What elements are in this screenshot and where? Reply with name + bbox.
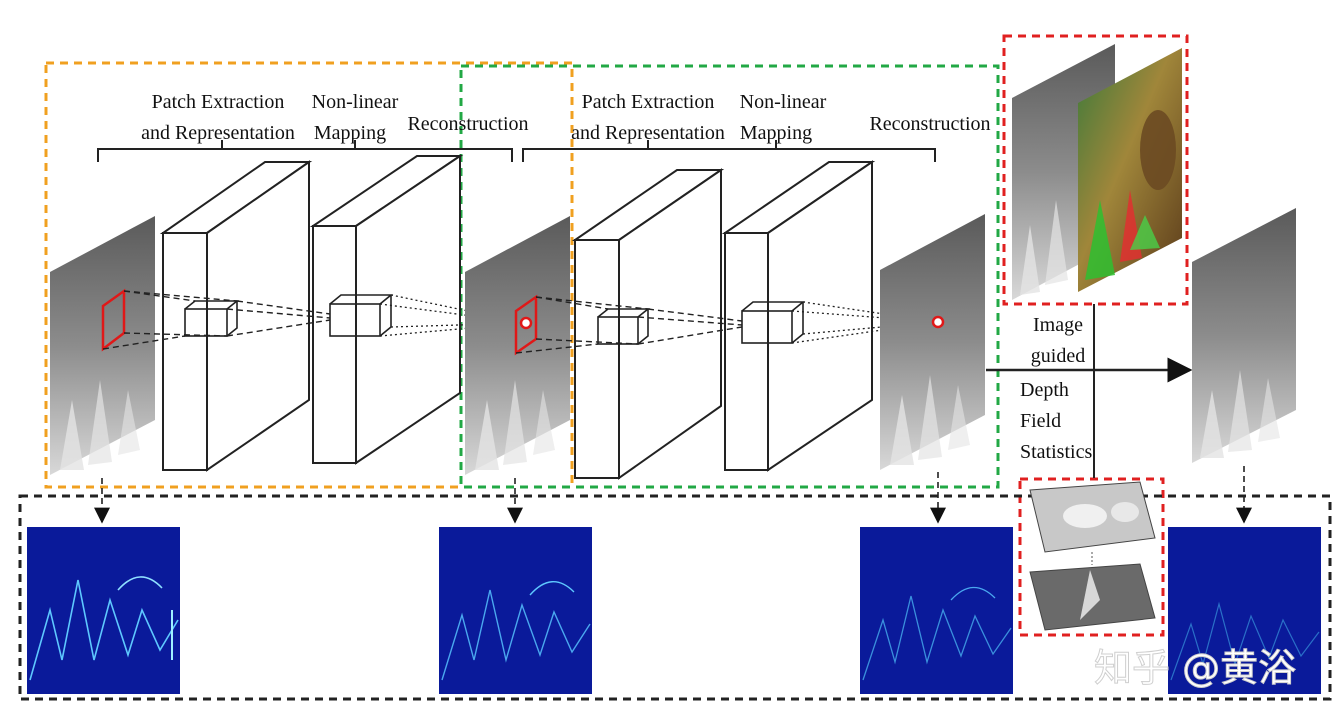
stage1-mapping-label-2: Mapping xyxy=(314,122,386,144)
stage2-mapping-label-2: Mapping xyxy=(740,122,812,144)
stage2-layer2-block xyxy=(721,160,876,472)
stage2-patch-label-1: Patch Extraction xyxy=(582,91,715,113)
stage2-recon-label: Reconstruction xyxy=(869,113,990,135)
output-pixel xyxy=(931,315,945,329)
middle-depth-image xyxy=(465,216,570,475)
stage2-mapping-label-1: Non-linear xyxy=(740,91,827,113)
error-heatmap-1 xyxy=(27,527,180,694)
watermark: 知乎 @黄浴 xyxy=(1094,646,1296,690)
stage2-group-box xyxy=(459,64,1000,489)
error-heatmap-4 xyxy=(1168,527,1321,694)
guide-color-photo xyxy=(1078,48,1182,292)
stage2-bracket xyxy=(522,140,936,162)
guided-text-line2: guided xyxy=(1031,345,1085,367)
guided-text-line3: Depth xyxy=(1020,379,1069,401)
statistics-group-box xyxy=(1018,477,1165,637)
refined-depth-image xyxy=(1192,208,1296,463)
stage1-bracket xyxy=(97,140,513,162)
stage1-recon-label: Reconstruction xyxy=(407,113,528,135)
stage2-patch-label-2: and Representation xyxy=(571,122,725,144)
input-depth-image xyxy=(50,216,155,475)
stage1-mapping-label-1: Non-linear xyxy=(312,91,399,113)
depth-statistics-image xyxy=(1029,481,1156,631)
photo-group-box xyxy=(1002,34,1189,306)
stage1-projection-lines xyxy=(102,290,331,350)
guided-text-line4: Field xyxy=(1020,410,1061,432)
guided-text-line1: Image xyxy=(1033,314,1083,336)
guided-text-line5: Statistics xyxy=(1020,441,1092,463)
stage2-layer1-block xyxy=(571,168,725,480)
stage2-projection-lines xyxy=(515,296,743,354)
stage1-layer1-block xyxy=(159,160,313,472)
stage1-layer2-block xyxy=(309,154,464,465)
error-heatmap-3 xyxy=(860,527,1013,694)
middle-output-pixel xyxy=(519,316,533,330)
output-depth-image xyxy=(880,214,985,470)
stage1-patch-label-1: Patch Extraction xyxy=(152,91,285,113)
down-arrows xyxy=(94,466,1252,524)
error-heatmap-2 xyxy=(439,527,592,694)
stage1-patch-label-2: and Representation xyxy=(141,122,295,144)
stage1-group-box xyxy=(44,61,574,489)
